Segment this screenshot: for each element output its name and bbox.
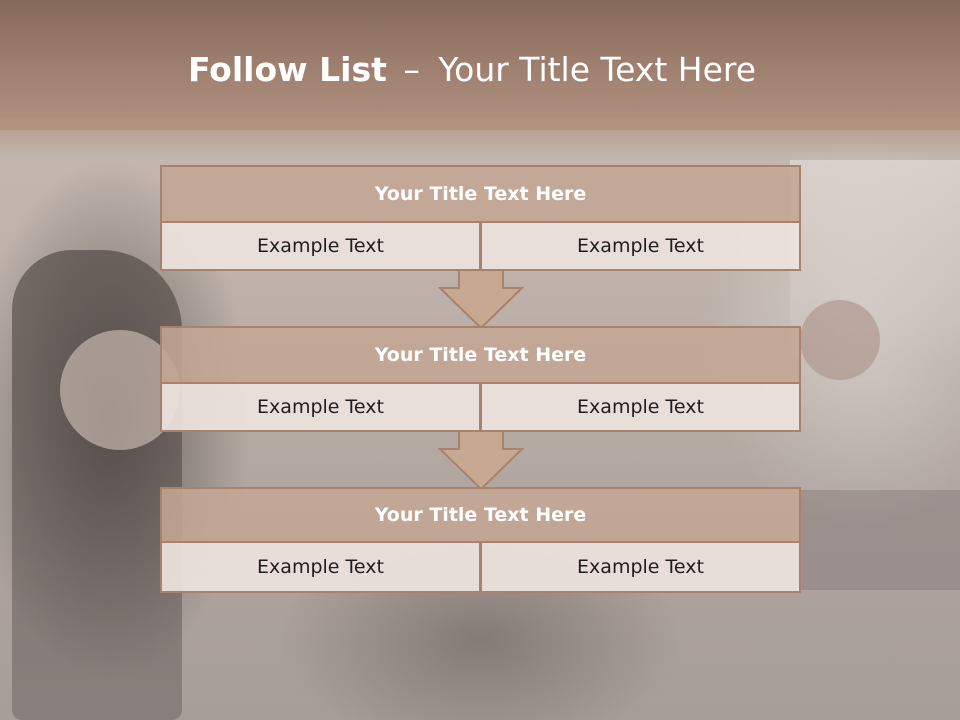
slide-title: Follow List – Your Title Text Here [0,50,944,89]
slide-title-dash: – [403,50,420,89]
step-cell-right: Example Text [480,541,801,593]
step-box-3: Your Title Text Here Example Text Exampl… [160,487,801,593]
background-counter [800,490,960,590]
slide-title-bold: Follow List [187,50,387,89]
slide-title-rest: Your Title Text Here [438,50,757,89]
step-box-2: Your Title Text Here Example Text Exampl… [160,326,801,432]
step-heading: Your Title Text Here [160,326,801,384]
step-box-1: Your Title Text Here Example Text Exampl… [160,165,801,271]
step-heading: Your Title Text Here [160,487,801,543]
step-cell-right: Example Text [480,221,801,271]
background-person [800,300,880,380]
header-band [0,0,960,130]
step-heading: Your Title Text Here [160,165,801,223]
step-cell-left: Example Text [160,541,481,593]
step-cell-left: Example Text [160,221,481,271]
background-figure-left [12,250,182,720]
step-cell-right: Example Text [480,382,801,432]
step-cell-left: Example Text [160,382,481,432]
down-arrow-icon [438,431,524,491]
down-arrow-icon [438,270,524,330]
header-fade [0,118,960,158]
